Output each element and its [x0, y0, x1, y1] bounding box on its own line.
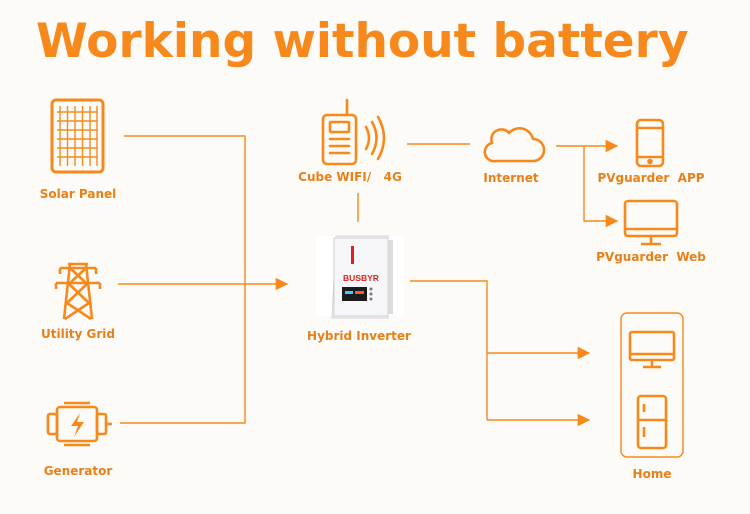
smartphone-icon: [635, 118, 665, 168]
diagram-title: Working without battery: [36, 14, 689, 69]
internet-to-web-arrow: [583, 146, 619, 228]
inverter-label: Hybrid Inverter: [307, 329, 411, 343]
solar-connector: [124, 135, 246, 284]
home-label: Home: [632, 467, 672, 481]
generator-connector: [120, 284, 246, 424]
generator-label: Generator: [43, 464, 113, 478]
web-label: PVguarder Web: [596, 250, 706, 264]
inverter-brand: BUSBYR: [343, 273, 379, 283]
home-icon: [620, 312, 684, 458]
internet-label: Internet: [483, 171, 539, 185]
connector-lines: [118, 135, 619, 427]
hybrid-inverter-icon: BUSBYR: [316, 235, 404, 319]
wifi-dongle-icon: [321, 98, 386, 166]
monitor-icon: [623, 199, 679, 246]
utility-grid-label: Utility Grid: [40, 327, 116, 341]
wifi-label: Cube WIFI/ 4G: [298, 170, 402, 184]
solar-panel-icon: [50, 98, 105, 174]
solar-panel-label: Solar Panel: [39, 187, 117, 201]
cloud-icon: [483, 127, 546, 163]
transmission-tower-icon: [54, 262, 102, 321]
app-label: PVguarder APP: [597, 171, 705, 185]
inverter-to-home-connector: [410, 280, 488, 420]
generator-icon: [46, 401, 112, 447]
